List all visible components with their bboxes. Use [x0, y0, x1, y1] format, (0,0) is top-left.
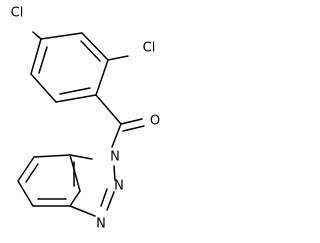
ring-double-bond: [59, 87, 91, 95]
nitrogen-atom-2: N: [114, 179, 124, 194]
ring-bond: [30, 38, 42, 75]
ring-bond: [32, 31, 42, 40]
ring-double-bond: [80, 40, 101, 62]
chlorine-atom-left: Cl: [11, 6, 24, 21]
ring-bond: [40, 32, 83, 40]
dichlorophenyl-ring: [30, 31, 129, 103]
chemical-structure-diagram: Cl Cl O N N N: [11, 6, 160, 232]
ring-bond: [30, 73, 57, 103]
ring-double-bond: [38, 46, 48, 74]
nitrogen-atom-1: N: [110, 150, 120, 165]
benzotriazole-ring: [17, 154, 116, 217]
oxygen-atom: O: [150, 114, 160, 129]
carbonyl-double-bond: [120, 118, 143, 125]
ring-double-bond: [100, 188, 108, 207]
ring-bond: [33, 154, 71, 158]
ring-bond: [17, 180, 34, 207]
ring-bond: [106, 191, 115, 211]
ring-bond: [17, 156, 35, 182]
ring-double-bond: [25, 163, 39, 183]
carbonyl-group: [95, 94, 145, 148]
ring-bond: [95, 59, 109, 96]
ring-bond: [69, 205, 96, 217]
nitrogen-atom-3: N: [96, 217, 106, 232]
ring-bond: [113, 165, 116, 181]
ring-to-carbonyl-bond: [95, 94, 122, 125]
chlorine-atom-right: Cl: [143, 41, 156, 56]
carbonyl-double-bond: [122, 125, 145, 132]
ring-bond: [81, 32, 109, 61]
carbonyl-to-nitrogen-bond: [111, 123, 122, 148]
c-cl-bond: [107, 55, 129, 61]
ring-bond: [69, 190, 81, 207]
ring-bond: [69, 154, 93, 160]
ring-bond: [55, 94, 97, 103]
ring-bond: [69, 154, 81, 192]
